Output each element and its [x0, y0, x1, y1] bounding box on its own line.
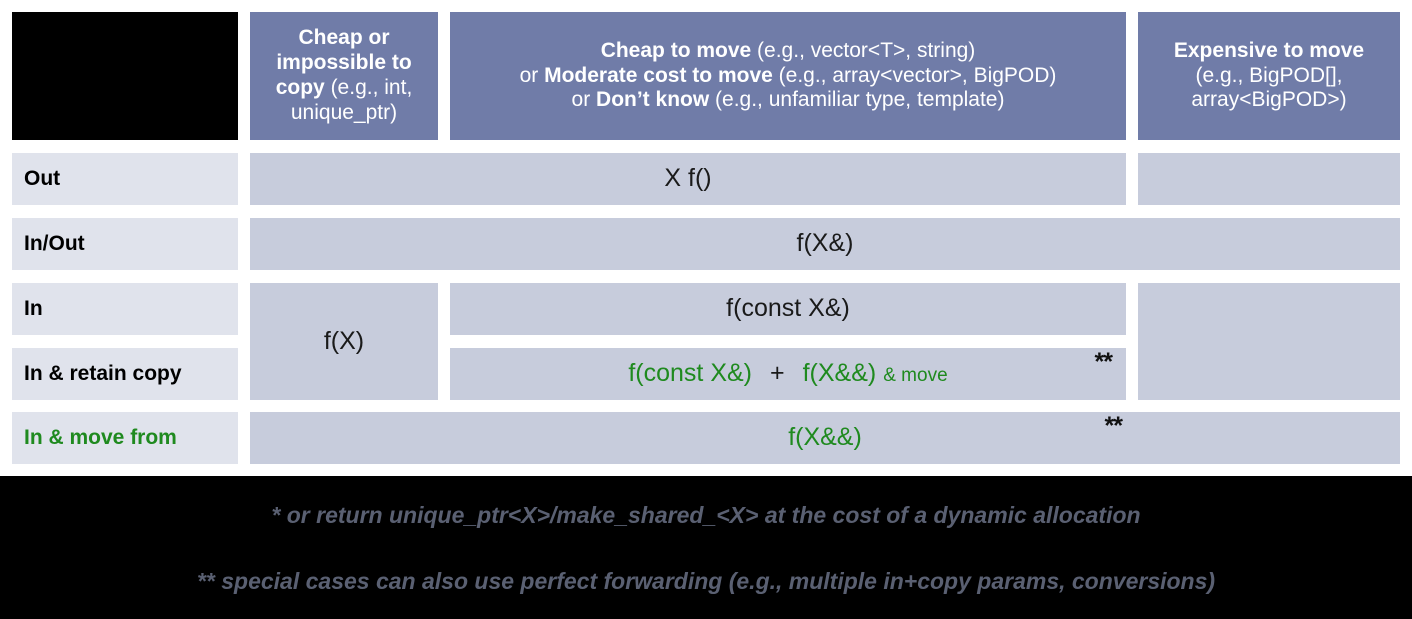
cell-in-signature: f(const X&): [450, 283, 1126, 335]
header-corner-cell: [12, 12, 238, 140]
cell-in-move-from-signature: f(X&&) **: [250, 412, 1400, 464]
header-col3-rest-line2: array<BigPOD>): [1191, 88, 1347, 112]
header-col3-rest-line1: (e.g., BigPOD[],: [1195, 63, 1343, 87]
cell-expensive-merged-block: [1138, 283, 1400, 400]
cell-out-signature: X f(): [250, 153, 1126, 205]
cell-in-retain-copy-signature-a: f(const X&): [628, 359, 752, 388]
row-label-out: Out: [12, 153, 238, 205]
cell-in-move-from-signature-text: f(X&&): [788, 423, 862, 452]
header-col2-line2-rest: (e.g., array<vector>, BigPOD): [772, 63, 1057, 87]
header-col-cheap-or-impossible-to-copy: Cheap or impossible to copy (e.g., int, …: [250, 12, 438, 140]
header-col1-strong: Cheap or impossible to copy: [275, 26, 412, 99]
header-col2-line2-prefix: or: [519, 63, 545, 87]
row-label-in: In: [12, 283, 238, 335]
row-label-out-text: Out: [24, 166, 61, 190]
cell-in-retain-copy-signature-b: f(X&&): [802, 359, 877, 388]
cell-in-cheap-copy-signature: f(X): [250, 283, 438, 400]
header-col-expensive-to-move: Expensive to move (e.g., BigPOD[], array…: [1138, 12, 1400, 140]
row-label-in-retain-copy: In & retain copy: [12, 348, 238, 400]
row-label-in-out: In/Out: [12, 218, 238, 270]
footnotes-area: * or return unique_ptr<X>/make_shared_<X…: [0, 476, 1412, 619]
header-col2-line1-rest: (e.g., vector<T>, string): [751, 38, 976, 62]
header-col-cheap-to-move: Cheap to move (e.g., vector<T>, string) …: [450, 12, 1126, 140]
cell-in-retain-copy-note-marker: **: [1094, 348, 1113, 376]
cell-in-signature-text: f(const X&): [726, 294, 850, 323]
footnote-single-star: * or return unique_ptr<X>/make_shared_<X…: [271, 502, 1141, 528]
header-col1-rest: (e.g., int, unique_ptr): [290, 76, 413, 124]
header-col2-line3-strong: Don’t know: [596, 88, 710, 112]
cell-out-expensive-empty: [1138, 153, 1400, 205]
cell-in-retain-copy-signature: f(const X&) + f(X&&) & move **: [450, 348, 1126, 400]
cell-in-cheap-copy-signature-text: f(X): [323, 326, 365, 355]
guidance-table: Cheap or impossible to copy (e.g., int, …: [0, 0, 1412, 476]
cell-in-out-signature: f(X&): [250, 218, 1400, 270]
row-label-in-move-from: In & move from: [12, 412, 238, 464]
footnote-double-star: ** special cases can also use perfect fo…: [196, 568, 1216, 594]
row-label-in-retain-copy-text: In & retain copy: [24, 361, 182, 385]
header-col2-line1-strong: Cheap to move: [600, 38, 752, 62]
cell-in-retain-copy-operator: +: [770, 359, 785, 388]
cell-out-signature-text: X f(): [664, 164, 712, 193]
header-col2-line3-prefix: or: [571, 88, 597, 112]
row-label-in-move-from-text: In & move from: [24, 425, 177, 449]
row-label-in-text: In: [24, 296, 43, 320]
header-col3-strong: Expensive to move: [1173, 38, 1365, 62]
row-label-in-out-text: In/Out: [24, 231, 85, 255]
cell-in-retain-copy-move-note: & move: [883, 365, 948, 387]
cell-in-move-from-note-marker: **: [1104, 412, 1123, 440]
cell-in-out-signature-text: f(X&): [796, 229, 854, 258]
header-col2-line3-rest: (e.g., unfamiliar type, template): [709, 88, 1005, 112]
header-col2-line2-strong: Moderate cost to move: [544, 63, 773, 87]
